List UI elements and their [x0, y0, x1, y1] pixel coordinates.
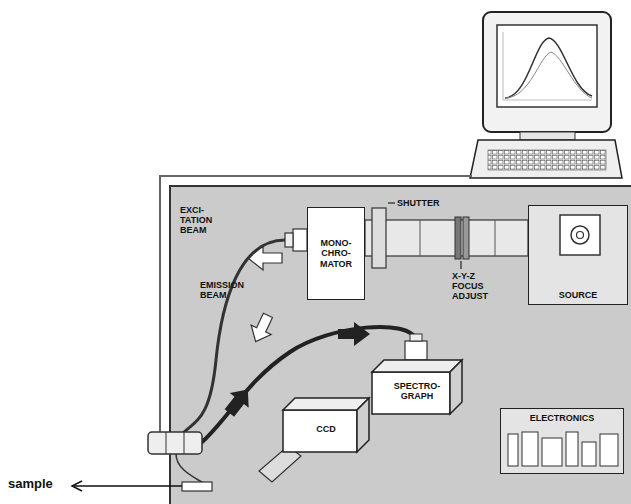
monochromator-fill — [307, 207, 365, 300]
node-text: ELECTRONICS — [530, 413, 595, 423]
sample-label: sample — [8, 477, 53, 492]
source-fill — [528, 205, 628, 305]
leader-line — [388, 202, 395, 203]
beam-arrow — [248, 246, 282, 270]
spectrograph-port — [405, 341, 427, 360]
output-port — [293, 229, 307, 251]
fiber-connector — [285, 233, 293, 247]
node-text: MONO- CHRO- MATOR — [319, 238, 353, 268]
sample-probe — [182, 482, 212, 491]
electronics-box: ELECTRONICS — [500, 408, 624, 474]
optical-tube — [365, 220, 528, 256]
part-label: SHUTTER — [397, 198, 440, 208]
instrument-housing — [170, 186, 631, 504]
direction-arrow — [338, 322, 370, 346]
computer — [470, 12, 622, 178]
beam-label: EXCI- TATION BEAM — [180, 205, 214, 235]
focus-ring — [463, 217, 469, 259]
fiber-coupler — [148, 432, 202, 454]
source-box: SOURCE — [528, 205, 628, 305]
node-text: CCD — [316, 424, 336, 434]
focus-ring — [455, 217, 461, 259]
beam-label: EMISSION BEAM — [200, 280, 246, 300]
beam-arrow — [246, 311, 278, 347]
part-label: X-Y-Z FOCUS ADJUST — [452, 271, 490, 301]
lamp-housing — [560, 215, 600, 255]
electronics-fill — [500, 408, 624, 474]
node-text: SOURCE — [559, 290, 598, 300]
sample-arrow — [74, 485, 182, 487]
shutter-plate — [372, 208, 386, 268]
ccd-box: CCD — [283, 398, 369, 452]
node-text: SPECTRO- GRAPH — [393, 381, 441, 401]
leader-line — [460, 261, 461, 269]
direction-arrow — [220, 382, 257, 420]
electronics-parts — [508, 432, 618, 466]
excitation-fiber — [182, 240, 285, 434]
spectrograph-box: SPECTRO- GRAPH — [372, 360, 462, 414]
monochromator-box: MONO- CHRO- MATOR — [307, 207, 365, 300]
